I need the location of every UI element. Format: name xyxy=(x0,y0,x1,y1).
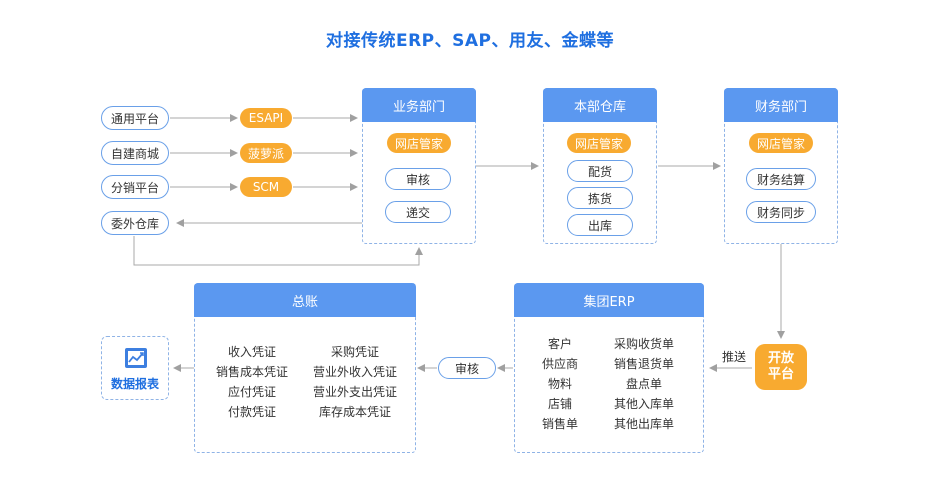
page-title: 对接传统ERP、SAP、用友、金蝶等 xyxy=(325,31,615,51)
ledger-right-item: 采购凭证 xyxy=(330,345,379,359)
review-step[interactable]: 审核 xyxy=(438,357,496,379)
erp-left-item: 物料 xyxy=(547,377,572,391)
data-report-label: 数据报表 xyxy=(110,377,159,391)
ledger-left-item: 收入凭证 xyxy=(227,345,276,359)
open-platform-node[interactable]: 开放 平台 xyxy=(755,344,807,390)
erp-left-item: 供应商 xyxy=(541,357,578,371)
group-erp-box: 集团ERP xyxy=(514,283,704,453)
ledger-box: 总账 xyxy=(194,283,416,453)
finance-item-settlement[interactable]: 财务结算 xyxy=(746,168,816,190)
source-general-platform[interactable]: 通用平台 xyxy=(101,106,169,130)
warehouse-item-pick[interactable]: 拣货 xyxy=(567,187,633,209)
chart-report-icon xyxy=(125,348,147,368)
ledger-right-item: 营业外支出凭证 xyxy=(312,385,397,399)
ledger-left-item: 应付凭证 xyxy=(227,385,276,399)
warehouse-item-ship[interactable]: 出库 xyxy=(567,214,633,236)
data-report-node[interactable]: 数据报表 xyxy=(101,336,169,400)
source-outsourced-warehouse[interactable]: 委外仓库 xyxy=(101,211,169,235)
business-item-submit[interactable]: 递交 xyxy=(385,201,451,223)
erp-right-item: 销售退货单 xyxy=(613,357,674,371)
warehouse-item-allocate[interactable]: 配货 xyxy=(567,160,633,182)
open-platform-line2: 平台 xyxy=(767,367,794,382)
connector-boluopai[interactable]: 菠萝派 xyxy=(240,143,292,163)
source-distribution-platform[interactable]: 分销平台 xyxy=(101,175,169,199)
connector-esapi[interactable]: ESAPI xyxy=(240,108,292,128)
erp-right-item: 盘点单 xyxy=(625,377,662,391)
erp-right-item: 其他出库单 xyxy=(613,417,674,431)
ledger-right-item: 库存成本凭证 xyxy=(318,405,391,419)
business-item-review[interactable]: 审核 xyxy=(385,168,451,190)
finance-badge: 网店管家 xyxy=(749,133,813,153)
business-department-header: 业务部门 xyxy=(362,88,476,122)
group-erp-header: 集团ERP xyxy=(514,283,704,317)
ledger-header: 总账 xyxy=(194,283,416,317)
ledger-left-item: 销售成本凭证 xyxy=(215,365,288,379)
erp-right-item: 采购收货单 xyxy=(613,337,674,351)
erp-left-item: 店铺 xyxy=(547,397,572,411)
push-label: 推送 xyxy=(721,350,746,364)
warehouse-header: 本部仓库 xyxy=(543,88,657,122)
source-self-mall[interactable]: 自建商城 xyxy=(101,141,169,165)
business-badge: 网店管家 xyxy=(387,133,451,153)
erp-left-item: 客户 xyxy=(547,337,572,351)
ledger-right-item: 营业外收入凭证 xyxy=(312,365,397,379)
open-platform-line1: 开放 xyxy=(767,351,794,366)
erp-left-item: 销售单 xyxy=(541,417,578,431)
finance-item-sync[interactable]: 财务同步 xyxy=(746,201,816,223)
erp-right-item: 其他入库单 xyxy=(613,397,674,411)
ledger-left-item: 付款凭证 xyxy=(227,405,276,419)
finance-department-header: 财务部门 xyxy=(724,88,838,122)
warehouse-badge: 网店管家 xyxy=(567,133,631,153)
connector-scm[interactable]: SCM xyxy=(240,177,292,197)
